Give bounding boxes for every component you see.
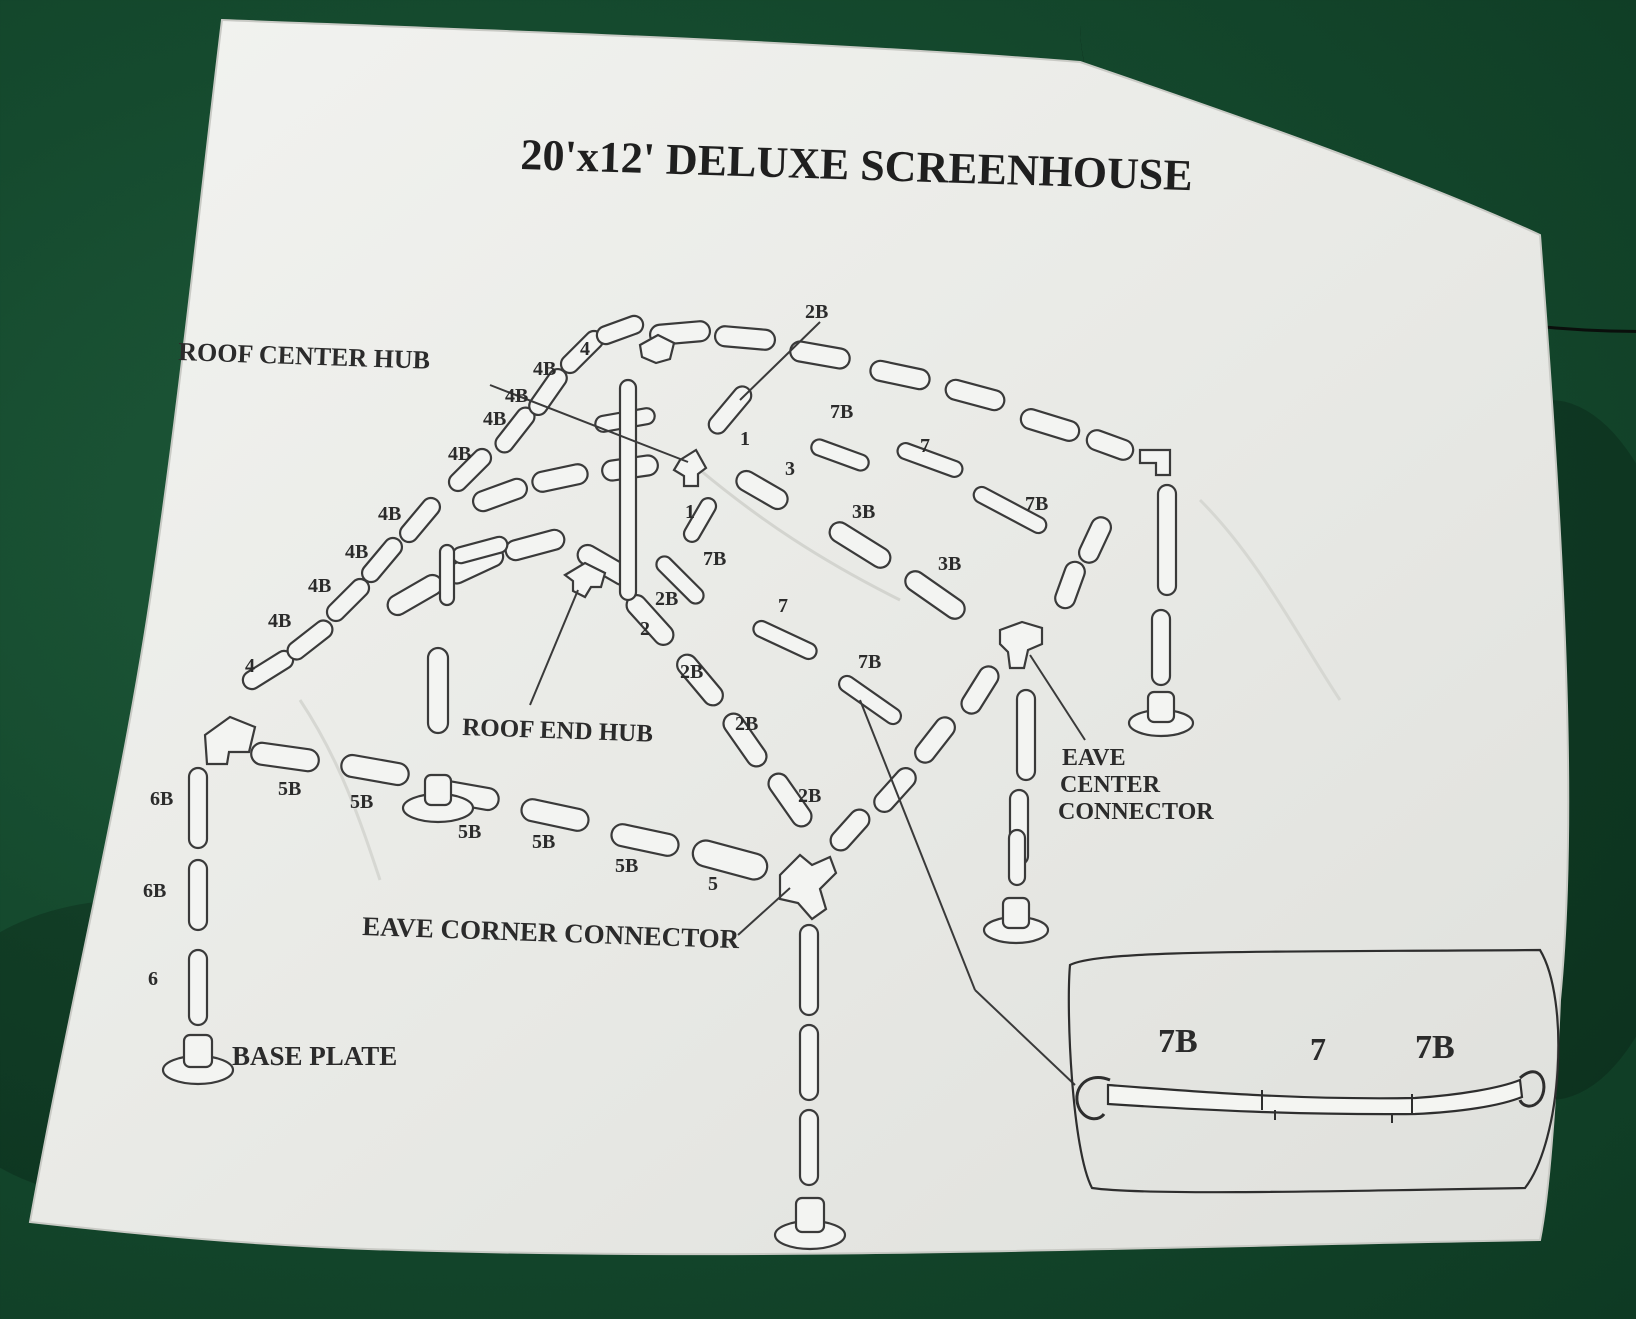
part-label: 5B [458,821,481,843]
inset-pole [1106,1078,1524,1116]
part-label: 4B [483,408,506,430]
part-label: 7B [703,548,726,570]
part-labels: 4 4B 4B 4B 4B 4B 4B 4B 4B 4 2B 7B 1 7 3 … [143,301,1048,990]
leader-roof-center-hub [489,384,689,463]
left-eave-beam [250,741,769,881]
part-label: 2 [640,618,650,640]
part-label: 4B [505,385,528,407]
base-plates [161,690,1195,1251]
callout-eave-center-2: CENTER [1060,772,1161,798]
frame-structure [161,314,1195,1251]
part-label: 7B [858,651,881,673]
leader-eave-center [1029,654,1086,741]
back-roof-arch [648,320,1172,477]
legs [187,483,1178,1187]
left-roof-arch [241,314,645,691]
part-label: 6 [148,968,158,990]
callout-eave-center-1: EAVE [1062,745,1126,771]
part-label: 5 [708,873,718,895]
leader-inset [974,989,1076,1086]
part-label: 4 [580,338,590,360]
inset-label-right: 7B [1415,1029,1455,1066]
part-label: 4B [345,541,368,563]
leader-inset [859,699,976,991]
part-label: 7B [830,401,853,423]
part-label: 4B [378,503,401,525]
center-roof-arch [471,454,1113,620]
part-label: 5B [350,791,373,813]
part-label: 4B [268,610,291,632]
part-label: 4B [448,443,471,465]
part-label: 3 [785,458,795,480]
leader-2b-top [739,321,821,401]
ridge-poles [451,385,1048,726]
part-label: 2B [680,661,703,683]
part-label: 1 [740,428,750,450]
callout-roof-end-hub: ROOF END HUB [462,714,654,748]
part-label: 5B [278,778,301,800]
inset-hook-left [1075,1076,1111,1121]
part-label: 1 [685,501,695,523]
part-label: 5B [615,855,638,877]
part-label: 4 [245,655,255,677]
paper-wrinkle [699,468,901,602]
left-top-elbow [638,333,676,365]
inset-detail: 7B 7 7B [1067,948,1560,1194]
part-label: 7 [778,595,788,617]
part-label: 5B [532,831,555,853]
paper-wrinkle [298,699,382,881]
part-label: 2B [655,588,678,610]
leader-roof-end-hub [529,589,579,706]
paper-wrinkle [1198,498,1342,701]
inset-label-left: 7B [1158,1023,1198,1060]
inset-hook-right [1518,1070,1546,1108]
roof-end-hub [563,561,607,599]
inset-label-middle: 7 [1310,1031,1326,1067]
center-pole [618,378,638,602]
part-label: 4B [533,358,556,380]
part-label: 6B [143,880,166,902]
leader-eave-corner [737,887,791,936]
part-label: 4B [308,575,331,597]
part-label: 2B [735,713,758,735]
part-label: 2B [805,301,828,323]
corner-elbow [203,715,257,766]
part-label: 3B [938,553,961,575]
eave-center-connector-hub [998,620,1044,670]
part-label: 7 [920,435,930,457]
eave-corner-connector-hub [778,853,838,921]
part-label: 3B [852,501,875,523]
callout-eave-center-3: CONNECTOR [1058,799,1214,825]
part-label: 6B [150,788,173,810]
callout-base-plate: BASE PLATE [232,1041,397,1071]
inset-frame [1067,948,1560,1194]
part-label: 7B [1025,493,1048,515]
part-label: 2B [798,785,821,807]
